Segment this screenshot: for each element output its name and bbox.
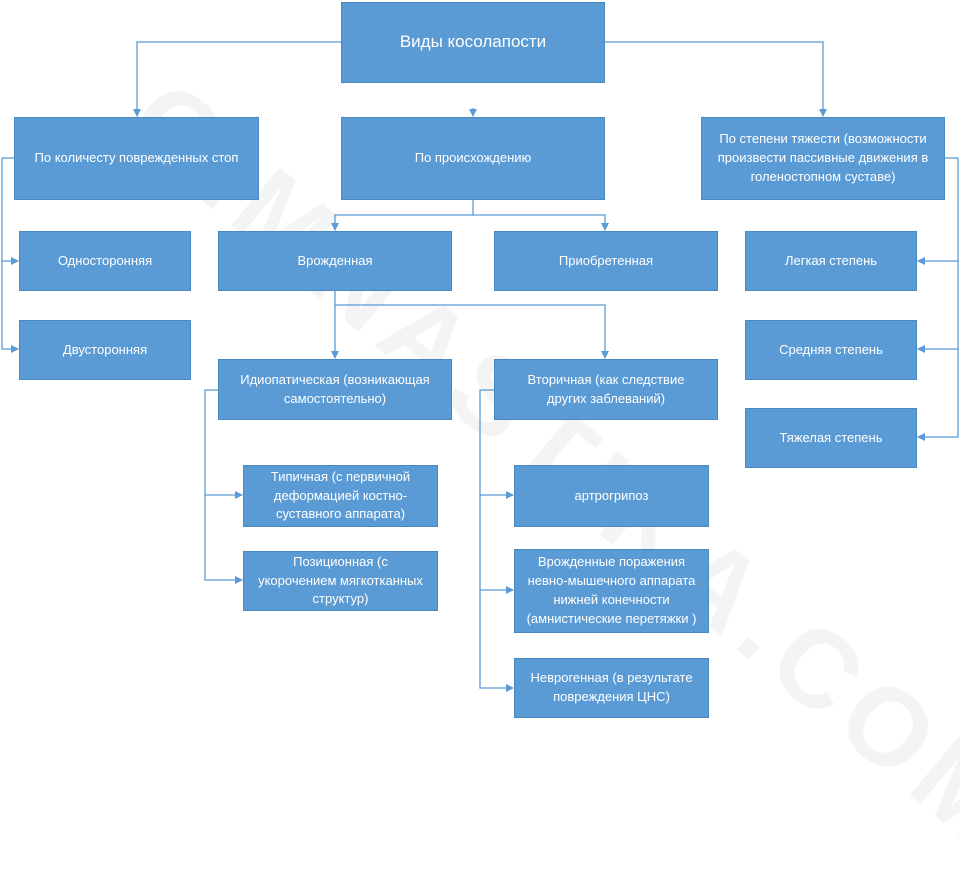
node-idiopathic: Идиопатическая (возникающая самостоятель… bbox=[218, 359, 452, 420]
connector-secondary-neurogenic bbox=[479, 590, 514, 692]
root-node: Виды косолапости bbox=[341, 2, 605, 83]
connector-feet-bilateral bbox=[1, 261, 19, 353]
connector-secondary-arthrogryposis bbox=[479, 389, 514, 499]
connector-root-severity bbox=[604, 41, 827, 117]
connector-severity-moderate bbox=[917, 261, 959, 353]
connector-idiopathic-positional bbox=[204, 495, 243, 584]
node-severity-mild: Легкая степень bbox=[745, 231, 917, 291]
category-by-feet: По количесту поврежденных стоп bbox=[14, 117, 259, 200]
node-bilateral: Двусторонняя bbox=[19, 320, 191, 380]
node-severity-severe: Тяжелая степень bbox=[745, 408, 917, 468]
node-acquired: Приобретенная bbox=[494, 231, 718, 291]
node-secondary: Вторичная (как следствие других заблеван… bbox=[494, 359, 718, 420]
node-severity-moderate: Средняя степень bbox=[745, 320, 917, 380]
node-typical: Типичная (с первичной деформацией костно… bbox=[243, 465, 438, 527]
node-neurogenic: Неврогенная (в результате повреждения ЦН… bbox=[514, 658, 709, 718]
connector-feet-unilateral bbox=[1, 157, 19, 265]
category-by-origin: По происхождению bbox=[341, 117, 605, 200]
category-by-severity: По степени тяжести (возможности произвес… bbox=[701, 117, 945, 200]
node-congenital: Врожденная bbox=[218, 231, 452, 291]
node-arthrogryposis: артрогрипоз bbox=[514, 465, 709, 527]
connector-root-feet bbox=[133, 41, 341, 117]
node-positional: Позиционная (с укорочением мягкотканных … bbox=[243, 551, 438, 611]
connector-severity-mild bbox=[917, 157, 959, 265]
connector-idiopathic-typical bbox=[204, 389, 243, 499]
connector-lines bbox=[1, 41, 959, 692]
connector-severity-severe bbox=[917, 349, 959, 441]
node-unilateral: Односторонняя bbox=[19, 231, 191, 291]
connector-origin-congenital bbox=[331, 200, 474, 231]
connector-secondary-neuromuscular bbox=[479, 495, 514, 594]
connector-congenital-secondary bbox=[335, 304, 609, 359]
node-neuromuscular: Врожденные поражения невно-мышечного апп… bbox=[514, 549, 709, 633]
connector-origin-acquired bbox=[473, 214, 609, 231]
